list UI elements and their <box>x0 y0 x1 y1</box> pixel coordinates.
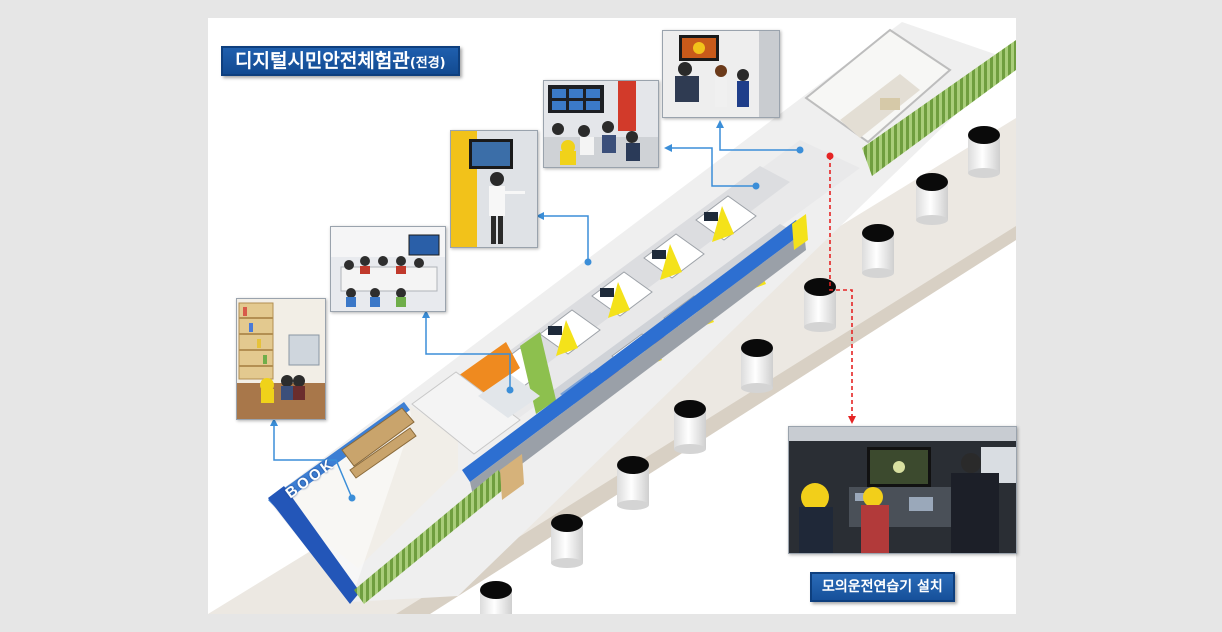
photo-safety-video <box>662 30 780 118</box>
photo-vr-experience <box>450 130 538 248</box>
door <box>500 454 524 500</box>
pillar <box>551 514 583 568</box>
connector-heads <box>270 120 804 502</box>
pillars <box>480 126 1000 614</box>
simulator-caption: 모의운전연습기 설치 <box>810 572 955 602</box>
booth-row-upper <box>470 166 790 396</box>
green-fence <box>862 40 1016 176</box>
pillar <box>741 339 773 393</box>
page-title: 디지털시민안전체험관(전경) <box>221 46 460 76</box>
pillar <box>617 456 649 510</box>
blue-wall <box>462 220 804 482</box>
top-room <box>804 28 952 144</box>
photo-driving-simulator <box>788 426 1017 554</box>
pillar <box>862 224 894 278</box>
photo-meeting-room <box>330 226 446 312</box>
photo-cpr-training <box>543 80 659 168</box>
stair-railing <box>354 470 510 604</box>
photo-library <box>236 298 326 420</box>
pillar <box>968 126 1000 178</box>
pillar <box>916 173 948 225</box>
green-wall <box>520 332 556 414</box>
title-sub: (전경) <box>409 56 446 71</box>
red-connector <box>829 156 853 418</box>
pillar <box>804 278 836 332</box>
title-main: 디지털시민안전체험관 <box>235 50 410 72</box>
connector-lines <box>273 124 800 499</box>
book-front-stripe <box>268 486 360 604</box>
pillar <box>674 400 706 454</box>
pillar <box>480 581 512 614</box>
bookshelf <box>341 407 415 467</box>
door-right <box>792 214 808 250</box>
